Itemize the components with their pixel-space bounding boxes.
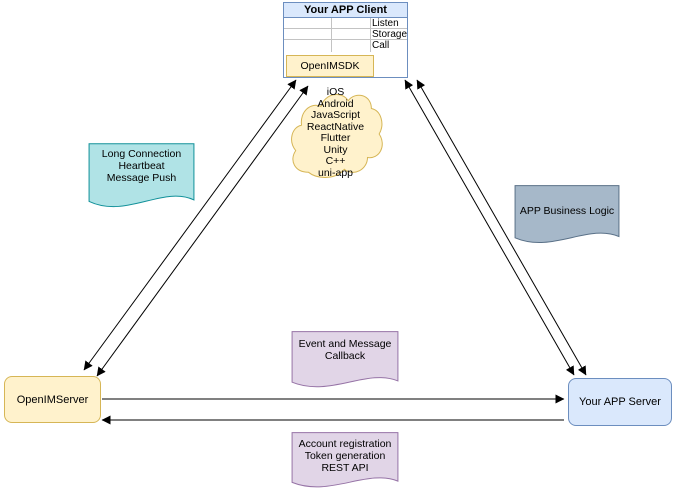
client-interface-row: Call	[284, 40, 407, 51]
cloud-outline	[292, 95, 383, 178]
note-line: Token generation	[304, 450, 386, 462]
client-grid-divider	[331, 18, 332, 52]
note-long-connection: Long Connection Heartbeat Message Push	[88, 143, 195, 216]
note-shape	[88, 143, 195, 216]
note-rest-api: Account registration Token generation RE…	[291, 432, 399, 495]
note-shape	[291, 432, 399, 495]
note-line: APP Business Logic	[519, 205, 615, 217]
client-interface-rows: Listen Storage Call	[284, 18, 407, 51]
platform-label: uni-app	[317, 166, 354, 179]
platforms-cloud: iOS Android JavaScript ReactNative Flutt…	[287, 84, 384, 182]
cloud-shape	[287, 84, 384, 182]
openimserver-node: OpenIMServer	[4, 376, 101, 423]
platform-label: Android	[317, 97, 354, 110]
your-app-server-node: Your APP Server	[568, 378, 672, 426]
platform-label: ReactNative	[306, 120, 365, 133]
note-line: REST API	[321, 462, 369, 474]
client-grid-divider	[370, 18, 371, 52]
note-app-business-logic: APP Business Logic	[514, 185, 620, 251]
note-line: Long Connection	[101, 148, 182, 160]
note-line: Event and Message	[298, 338, 392, 350]
client-interface-label: Listen	[372, 18, 399, 29]
client-interface-label: Storage	[372, 29, 408, 40]
client-title: Your APP Client	[284, 3, 407, 18]
platform-label: C++	[325, 155, 346, 167]
note-shape	[291, 331, 399, 395]
note-line: Heartbeat	[118, 160, 165, 172]
note-shape	[514, 185, 620, 251]
note-text: APP Business Logic	[514, 185, 620, 217]
platform-label: Flutter	[320, 132, 351, 144]
arrow-appclient-appserver-2	[416, 79, 587, 376]
platform-label: iOS	[326, 86, 345, 98]
arrow-openimserver-appclient-1	[83, 79, 297, 371]
note-text: Account registration Token generation RE…	[291, 432, 399, 474]
client-interface-row: Listen	[284, 18, 407, 29]
platform-list: iOS Android JavaScript ReactNative Flutt…	[287, 84, 384, 179]
platform-label: JavaScript	[310, 109, 361, 121]
note-event-message-callback: Event and Message Callback	[291, 331, 399, 395]
note-text: Event and Message Callback	[291, 331, 399, 362]
note-line: Account registration	[298, 438, 392, 450]
note-text: Long Connection Heartbeat Message Push	[88, 143, 195, 184]
openimsdk-box: OpenIMSDK	[286, 55, 374, 77]
client-interface-label: Call	[372, 40, 390, 51]
your-app-server-label: Your APP Server	[579, 396, 661, 408]
your-app-client-node: Your APP Client Listen Storage Call Open…	[283, 2, 408, 78]
platform-label: Unity	[323, 143, 348, 156]
openimserver-label: OpenIMServer	[16, 393, 89, 406]
client-interface-row: Storage	[284, 29, 407, 40]
arrow-openimserver-appclient-2	[96, 85, 309, 377]
note-line: Callback	[324, 350, 366, 362]
note-line: Message Push	[106, 172, 177, 184]
